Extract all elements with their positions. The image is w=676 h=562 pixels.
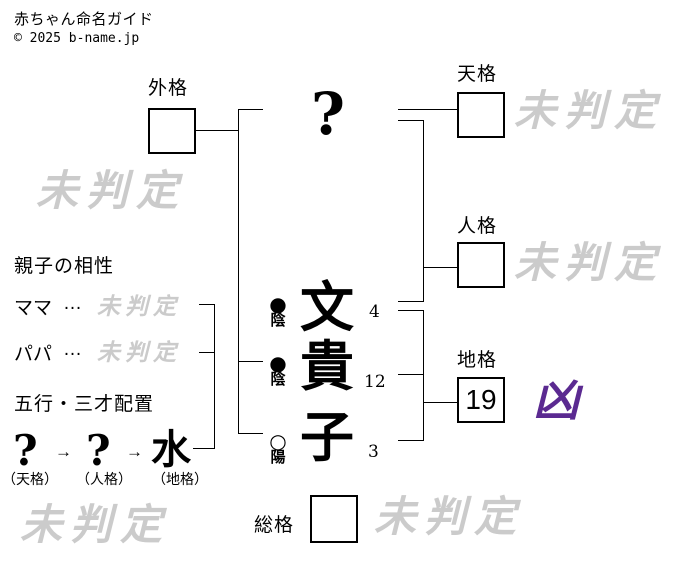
connector-line	[423, 120, 424, 302]
yinyang-label-1: 陰	[270, 311, 286, 329]
gogyou-jinkaku-value: ?	[86, 426, 111, 475]
gogyou-caption-tenkaku: （天格）	[2, 471, 58, 487]
stroke-count-3: 3	[368, 442, 379, 462]
compatibility-row-papa-status: 未判定	[97, 339, 181, 366]
connector-line	[199, 352, 214, 353]
chikaku-status-kyou: 凶	[533, 373, 579, 427]
surname-placeholder-char: ?	[311, 80, 345, 148]
connector-line	[398, 374, 423, 375]
connector-line	[238, 361, 263, 362]
connector-line	[398, 120, 423, 121]
yinyang-label-2: 陰	[270, 370, 286, 388]
connector-line	[199, 304, 214, 305]
compatibility-title: 親子の相性	[14, 256, 115, 277]
name-char-1: 文	[300, 275, 354, 339]
tenkaku-label: 天格	[457, 64, 498, 85]
yinyang-mark-3: ○	[269, 429, 287, 453]
stroke-count-1: 4	[369, 302, 380, 322]
stroke-count-2: 12	[364, 372, 386, 392]
name-char-2: 貴	[300, 334, 354, 398]
name-char-3: 子	[300, 405, 354, 469]
yinyang-mark-1: ●	[269, 292, 287, 316]
connector-line	[423, 310, 424, 441]
connector-line	[398, 310, 423, 311]
soukaku-value-box	[310, 495, 358, 543]
gogyou-arrow-1: →	[55, 442, 72, 461]
connector-line	[398, 109, 457, 110]
page-title: 赤ちゃん命名ガイド	[14, 11, 154, 28]
connector-line	[193, 448, 214, 449]
compatibility-row-papa-separator: …	[63, 339, 82, 360]
gogyou-caption-chikaku: （地格）	[152, 471, 208, 487]
connector-line	[238, 109, 263, 110]
chikaku-value: 19	[465, 384, 497, 415]
gaikaku-status-watermark: 未判定	[36, 166, 187, 215]
gogyou-arrow-2: →	[126, 442, 143, 461]
compatibility-row-mama-label: ママ	[14, 298, 53, 319]
connector-line	[423, 402, 457, 403]
jinkaku-label: 人格	[457, 216, 498, 237]
gogyou-status-watermark: 未判定	[20, 500, 171, 549]
gogyou-caption-jinkaku: （人格）	[76, 471, 132, 487]
jinkaku-status-watermark: 未判定	[514, 238, 665, 287]
yinyang-label-3: 陽	[270, 448, 286, 466]
gaikaku-value-box	[148, 108, 196, 154]
tenkaku-status-watermark: 未判定	[514, 86, 665, 135]
connector-line	[238, 109, 239, 434]
gogyou-title: 五行・三才配置	[14, 394, 155, 415]
compatibility-row-papa-label: パパ	[14, 344, 53, 365]
chikaku-value-box: 19	[457, 377, 505, 423]
connector-line	[214, 304, 215, 449]
connector-line	[238, 433, 263, 434]
chikaku-label: 地格	[457, 350, 498, 371]
yinyang-mark-2: ●	[269, 351, 287, 375]
jinkaku-value-box	[457, 242, 505, 288]
connector-line	[398, 440, 423, 441]
copyright-text: © 2025 b-name.jp	[14, 31, 140, 46]
connector-line	[196, 130, 238, 131]
gogyou-chikaku-value: 水	[151, 426, 191, 473]
connector-line	[423, 267, 457, 268]
gogyou-tenkaku-value: ?	[13, 426, 38, 475]
compatibility-row-mama-separator: …	[63, 293, 82, 314]
gaikaku-label: 外格	[148, 78, 189, 99]
tenkaku-value-box	[457, 92, 505, 138]
soukaku-status-watermark: 未判定	[374, 492, 525, 541]
soukaku-label: 総格	[254, 515, 295, 536]
connector-line	[398, 301, 423, 302]
compatibility-row-mama-status: 未判定	[97, 293, 181, 320]
